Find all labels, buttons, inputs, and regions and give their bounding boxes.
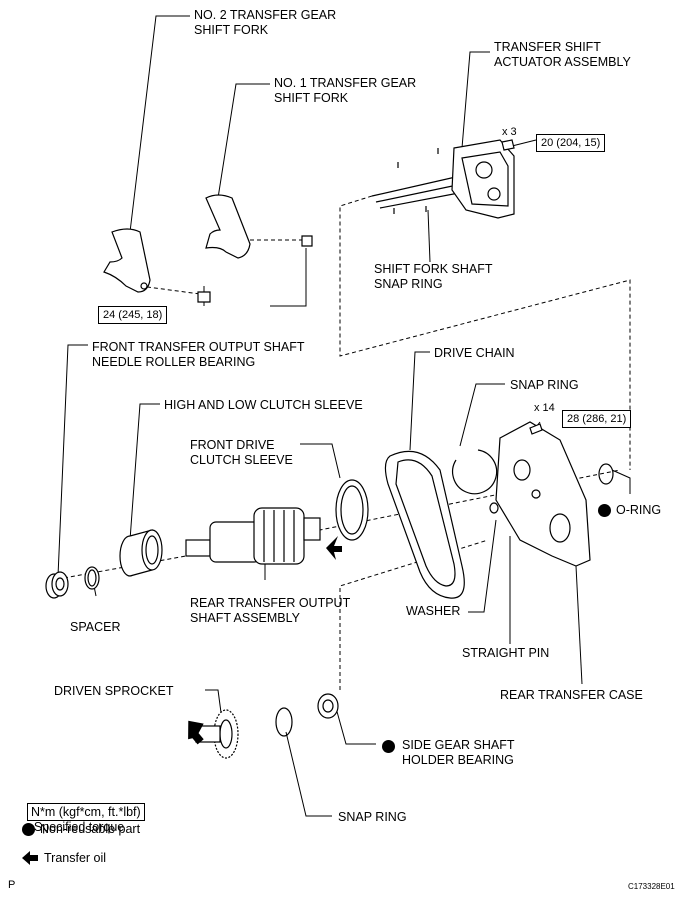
label-actuator: TRANSFER SHIFT ACTUATOR ASSEMBLY [494,40,631,69]
oil-arrow-sprocket [188,720,204,745]
front-drive-sleeve-part [335,479,369,541]
dash-actuator-case [339,195,631,470]
label-rear-case: REAR TRANSFER CASE [500,688,643,702]
leader-actuator-bolts [511,139,537,147]
leader-front-bearing [57,344,88,577]
torque-actuator-bolts: 20 (204, 15) [536,134,606,152]
torque-case-bolts: 28 (286, 21) [562,410,632,428]
needle-roller-bearing [45,571,69,599]
actuator-assembly [371,139,515,219]
label-o-ring: O-RING [616,503,662,517]
spacer-part [84,566,100,590]
leader-actuator [461,51,490,149]
label-rear-output-shaft: REAR TRANSFER OUTPUT SHAFT ASSEMBLY [190,596,351,625]
leader-hi-lo [129,403,160,541]
leader-drive-chain [409,351,430,451]
dash-fork-bolt-1 [139,285,201,295]
label-front-drive-sleeve: FRONT DRIVE CLUTCH SLEEVE [190,438,293,467]
legend-torque-text: : Specified torque [26,820,125,834]
drive-chain-part [384,450,465,599]
oil-arrow-shaft [326,536,342,560]
label-washer: WASHER [406,604,461,618]
torque-fork-bolt: 24 (245, 18) [98,306,168,324]
leader-no2-fork [129,15,190,233]
leader-side-gear [335,707,376,745]
non-reusable-dot-side-gear [382,740,395,753]
leader-front-drive [300,443,341,479]
leader-rear-case [575,565,583,685]
label-straight-pin: STRAIGHT PIN [462,646,550,660]
leader-driven-sprocket [205,689,223,721]
leader-no1-fork [217,83,270,199]
no2-shift-fork [103,228,151,293]
hi-lo-sleeve-part [119,529,163,577]
label-snap-ring-bottom: SNAP RING [338,810,407,824]
fork-bolts [197,235,313,303]
o-ring-part [598,463,614,485]
label-side-gear-bearing: SIDE GEAR SHAFT HOLDER BEARING [402,738,515,767]
label-snap-ring-fork: SHIFT FORK SHAFT SNAP RING [374,262,493,291]
leader-snap-ring-top [459,383,505,447]
footer-figure-id: C173328E01 [628,882,675,891]
label-driven-sprocket: DRIVEN SPROCKET [54,684,174,698]
label-spacer: SPACER [70,620,121,634]
legend-torque: N*m (kgf*cm, ft.*lbf) : Specified torque [20,790,145,835]
legend-non-reusable-dot [22,823,35,836]
snap-ring-bottom-part [275,707,293,737]
qty-case-bolts: x 14 [534,402,555,414]
label-no1-fork: NO. 1 TRANSFER GEAR SHIFT FORK [274,76,417,105]
leader-fork-bolt-2 [270,248,307,307]
non-reusable-dot-o-ring [598,504,611,517]
label-snap-ring-top: SNAP RING [510,378,579,392]
label-front-bearing: FRONT TRANSFER OUTPUT SHAFT NEEDLE ROLLE… [92,340,305,369]
oil-arrow-legend [22,851,38,865]
label-drive-chain: DRIVE CHAIN [434,346,515,360]
washer-part [489,502,499,514]
legend-torque-unit: N*m (kgf*cm, ft.*lbf) [26,803,145,821]
label-no2-fork: NO. 2 TRANSFER GEAR SHIFT FORK [194,8,337,37]
leader-o-ring [611,469,631,494]
footer-left-mark: P [8,879,16,891]
rear-transfer-case-part [495,421,591,567]
legend-non-reusable: Non-reusable part [40,822,141,836]
actuator-bolt-part [501,139,515,151]
leader-snap-ring-fork [427,209,431,263]
case-bolt-part [529,423,543,435]
qty-actuator-bolts: x 3 [502,126,517,138]
driven-sprocket-part [195,709,239,759]
label-hi-lo-sleeve: HIGH AND LOW CLUTCH SLEEVE [164,398,363,412]
leader-snap-ring-bottom [285,731,332,817]
rear-output-shaft-part [185,507,321,565]
snap-ring-top-part [452,449,498,495]
side-gear-bearing-part [317,693,339,719]
legend-transfer-oil: Transfer oil [44,851,107,865]
no1-shift-fork [205,194,251,259]
leader-washer [468,519,497,613]
